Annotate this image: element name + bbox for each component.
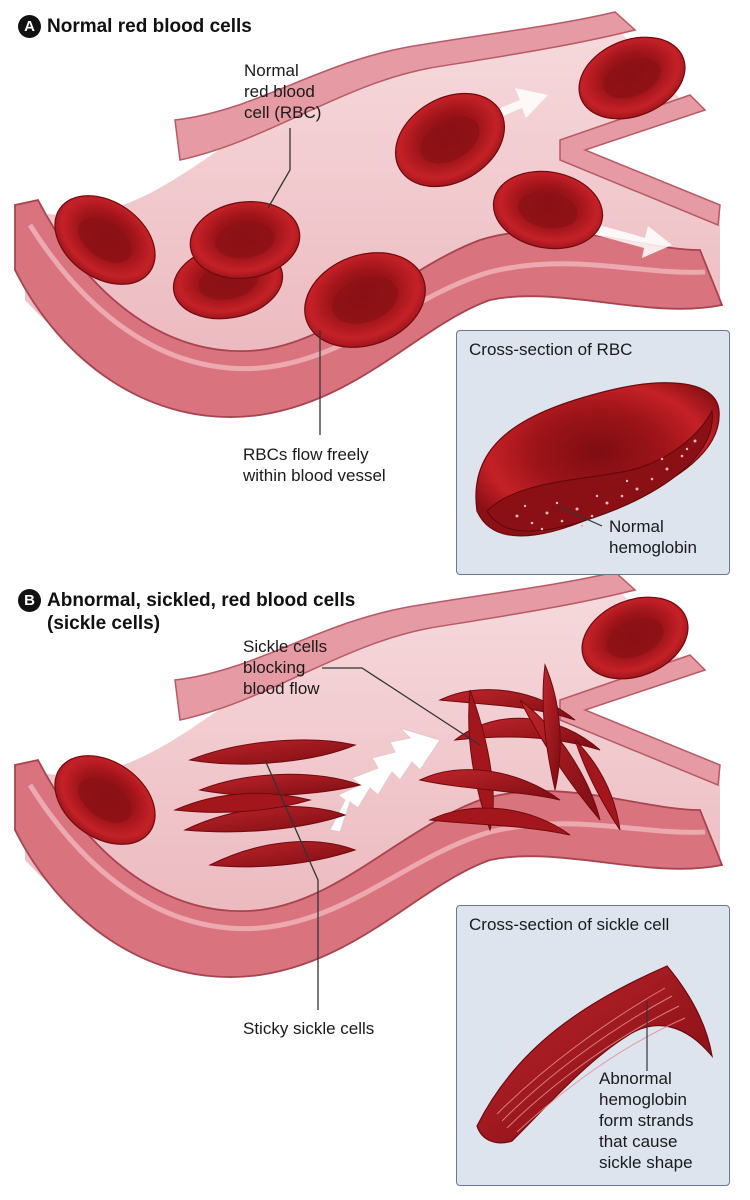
sickle-cell (208, 841, 357, 868)
sickle-cell (183, 806, 347, 833)
label-abnormal-hemoglobin: Abnormal hemoglobin form strands that ca… (599, 1069, 694, 1172)
panel-b-heading: B Abnormal, sickled, red blood cells (si… (18, 589, 355, 635)
rbc-cell (578, 36, 686, 120)
panel-a-heading: A Normal red blood cells (18, 15, 252, 38)
leader-sticky (264, 759, 319, 1010)
rbc-cell (54, 755, 156, 845)
sickle-cell (438, 689, 576, 721)
blocked-flow-arrow (329, 727, 441, 833)
vessel-a-back-wall (174, 11, 637, 161)
sickle-cell (418, 769, 561, 801)
sickle-cross-section-body (476, 965, 713, 1144)
label-flow: RBCs flow freely within blood vessel (243, 445, 386, 485)
sickle-cell (188, 739, 357, 765)
label-blocking: Sickle cells blocking blood flow (243, 637, 328, 698)
panel-a-badge: A (18, 15, 41, 38)
rbc-cell (581, 596, 689, 680)
rbc-group-a (54, 36, 686, 348)
rbc-cut-face (486, 409, 713, 532)
inset-sickle-title: Cross-section of sickle cell (469, 915, 670, 934)
label-sticky: Sticky sickle cells (243, 1019, 375, 1038)
vessel-b-front-wall-highlight (27, 783, 706, 932)
inset-rbc-cross-section: Cross-section of RBC Normal hemoglobin (456, 330, 730, 575)
sickle-cell (574, 739, 621, 831)
panel-b-title: Abnormal, sickled, red blood cells (sick… (47, 590, 356, 634)
sickle-cell (428, 807, 571, 836)
rbc-cell-highlighted (189, 200, 301, 280)
rbc-cell (304, 252, 426, 348)
sickle-cell (542, 663, 561, 791)
label-normal-rbc: Normal red blood cell (RBC) (244, 61, 322, 122)
sickle-cell (173, 792, 312, 813)
hemoglobin-dots (515, 439, 697, 531)
rbc-cell (492, 170, 604, 250)
rbc-cell (394, 92, 506, 188)
leader-normal-hemoglobin (556, 505, 603, 527)
inset-rbc-title: Cross-section of RBC (469, 340, 633, 359)
leader-normal-rbc (267, 128, 291, 209)
vessel-b-branch-wall (559, 654, 721, 787)
inset-sickle-cross-section: Cross-section of sickle cell Abnormal he… (456, 905, 730, 1186)
hemoglobin-strands (496, 987, 686, 1133)
cell-group-b (54, 596, 689, 868)
panel-a-title: Normal red blood cells (47, 16, 252, 37)
label-normal-hemoglobin: Normal hemoglobin (609, 517, 697, 557)
sickle-cross-section-art (476, 965, 713, 1144)
vessel-a-branch-wall (559, 94, 721, 227)
rbc-cross-section-art (475, 382, 720, 537)
panel-b-badge: B (18, 589, 41, 612)
leader-blocking (322, 667, 481, 746)
sickle-cell (453, 717, 601, 751)
vessel-b-back-wall (174, 571, 637, 721)
rbc-cell (54, 195, 156, 285)
